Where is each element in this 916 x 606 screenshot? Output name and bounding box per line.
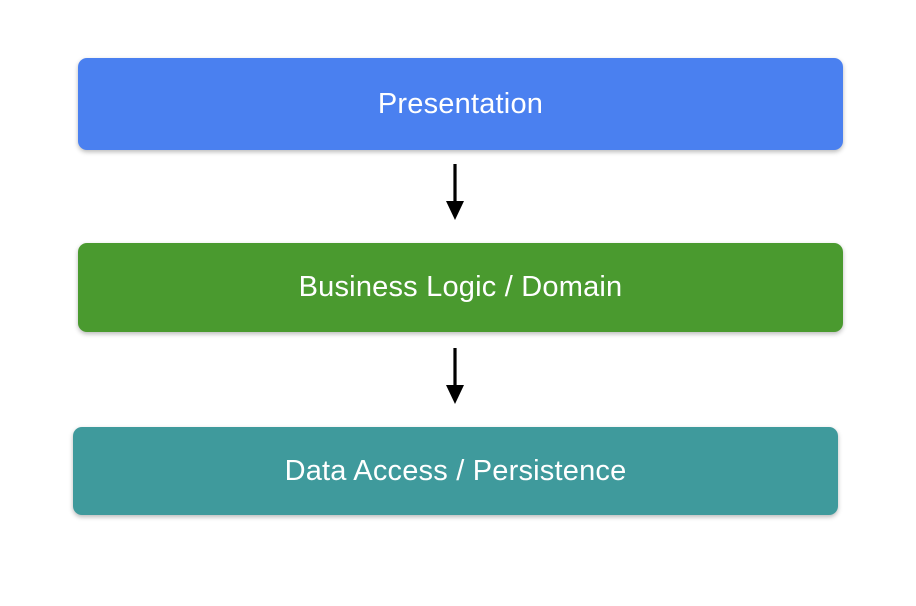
layer-box-presentation[interactable]: Presentation: [78, 58, 843, 150]
layer-label-business-logic: Business Logic / Domain: [298, 271, 623, 303]
flow-arrow-presentation-to-business: [446, 164, 464, 220]
layer-box-data-access[interactable]: Data Access / Persistence: [73, 427, 838, 515]
layer-label-data-access: Data Access / Persistence: [284, 454, 627, 487]
arrow-head-2: [446, 385, 464, 404]
arrow-head-1: [446, 201, 464, 220]
layer-box-business-logic[interactable]: Business Logic / Domain: [78, 243, 843, 332]
flow-arrow-business-to-data: [446, 348, 464, 404]
layer-label-presentation: Presentation: [377, 87, 544, 120]
